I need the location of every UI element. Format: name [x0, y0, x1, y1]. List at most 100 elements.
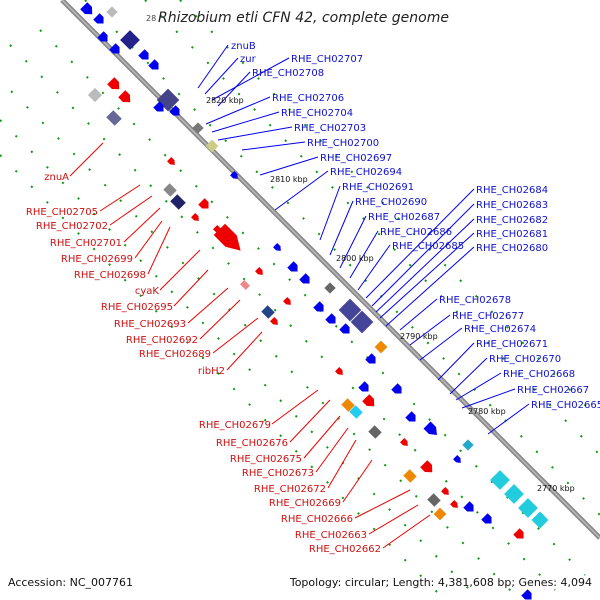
gene-arrow[interactable]: [391, 383, 404, 396]
gene-box[interactable]: [163, 183, 177, 197]
gene-box[interactable]: [240, 280, 250, 290]
gene-box[interactable]: [324, 282, 336, 294]
gene-arrow[interactable]: [118, 90, 134, 106]
gene-box[interactable]: [368, 425, 382, 439]
gene-label[interactable]: RHE_CH02685: [392, 241, 464, 252]
gene-box[interactable]: [518, 498, 538, 518]
gene-box[interactable]: [106, 6, 118, 18]
gene-label[interactable]: RHE_CH02662: [309, 544, 381, 555]
gene-box[interactable]: [349, 405, 363, 419]
gene-arrow[interactable]: [463, 501, 476, 514]
gene-label[interactable]: RHE_CH02672: [254, 484, 326, 495]
gene-label[interactable]: RHE_CH02700: [307, 138, 379, 149]
gene-label[interactable]: RHE_CH02686: [380, 227, 452, 238]
gene-label[interactable]: RHE_CH02706: [272, 93, 344, 104]
gene-box[interactable]: [205, 139, 219, 153]
gene-arrow[interactable]: [191, 213, 201, 223]
gene-label[interactable]: RHE_CH02683: [476, 200, 548, 211]
gene-box[interactable]: [87, 87, 103, 103]
gene-arrow[interactable]: [148, 59, 161, 72]
gene-label[interactable]: cyaK: [135, 286, 160, 297]
gene-box[interactable]: [403, 469, 417, 483]
gene-label[interactable]: RHE_CH02668: [503, 369, 575, 380]
gene-label[interactable]: RHE_CH02681: [476, 229, 548, 240]
gene-label[interactable]: RHE_CH02689: [139, 349, 211, 360]
gene-label[interactable]: RHE_CH02682: [476, 215, 548, 226]
gene-arrow[interactable]: [450, 500, 460, 510]
gene-arrow[interactable]: [513, 528, 526, 541]
gene-arrow[interactable]: [169, 105, 182, 118]
gene-label[interactable]: RHE_CH02697: [320, 153, 392, 164]
gene-box[interactable]: [170, 194, 186, 210]
gene-label[interactable]: RHE_CH02678: [439, 295, 511, 306]
gene-arrow[interactable]: [299, 273, 312, 286]
gene-box[interactable]: [374, 340, 388, 354]
gene-arrow[interactable]: [453, 455, 463, 465]
gene-label[interactable]: RHE_CH02675: [230, 454, 302, 465]
gene-arrow[interactable]: [107, 77, 123, 93]
gene-arrow[interactable]: [167, 157, 177, 167]
gene-arrow[interactable]: [97, 31, 110, 44]
gene-arrow[interactable]: [93, 13, 106, 26]
gene-label[interactable]: RHE_CH02663: [295, 530, 367, 541]
gene-label[interactable]: RHE_CH02692: [126, 335, 198, 346]
gene-box[interactable]: [120, 30, 140, 50]
gene-arrow[interactable]: [283, 297, 293, 307]
gene-arrow[interactable]: [362, 394, 378, 410]
gene-box[interactable]: [341, 398, 355, 412]
gene-arrow[interactable]: [313, 301, 326, 314]
gene-box[interactable]: [504, 484, 524, 504]
gene-label[interactable]: RHE_CH02684: [476, 185, 548, 196]
gene-label[interactable]: RHE_CH02701: [50, 238, 122, 249]
gene-arrow[interactable]: [339, 323, 352, 336]
gene-arrow[interactable]: [153, 101, 166, 114]
gene-label[interactable]: RHE_CH02704: [281, 108, 353, 119]
gene-box[interactable]: [106, 110, 122, 126]
gene-box[interactable]: [427, 493, 441, 507]
gene-arrow[interactable]: [335, 367, 345, 377]
gene-label[interactable]: RHE_CH02705: [26, 207, 98, 218]
gene-box[interactable]: [261, 305, 275, 319]
gene-arrow[interactable]: [423, 421, 441, 439]
gene-label[interactable]: RHE_CH02707: [291, 54, 363, 65]
gene-arrow[interactable]: [441, 487, 451, 497]
gene-box[interactable]: [490, 470, 510, 490]
gene-label[interactable]: RHE_CH02680: [476, 243, 548, 254]
gene-arrow[interactable]: [405, 411, 418, 424]
gene-label[interactable]: ribH2: [198, 366, 225, 377]
gene-arrow[interactable]: [270, 317, 280, 327]
gene-label[interactable]: RHE_CH02690: [355, 197, 427, 208]
gene-label[interactable]: RHE_CH02687: [368, 212, 440, 223]
gene-label[interactable]: RHE_CH02671: [476, 339, 548, 350]
gene-label[interactable]: RHE_CH02665: [531, 400, 600, 411]
gene-arrow[interactable]: [273, 243, 283, 253]
gene-arrow[interactable]: [198, 198, 211, 211]
gene-label[interactable]: RHE_CH02679: [199, 420, 271, 431]
gene-arrow[interactable]: [255, 267, 265, 277]
gene-label[interactable]: RHE_CH02693: [114, 319, 186, 330]
gene-label[interactable]: RHE_CH02698: [74, 270, 146, 281]
gene-label[interactable]: RHE_CH02699: [61, 254, 133, 265]
gene-label[interactable]: RHE_CH02708: [252, 68, 324, 79]
gene-arrow[interactable]: [481, 513, 494, 526]
gene-label[interactable]: RHE_CH02694: [330, 167, 402, 178]
gene-label[interactable]: RHE_CH02676: [216, 438, 288, 449]
gene-label[interactable]: RHE_CH02669: [269, 498, 341, 509]
gene-arrow[interactable]: [109, 43, 122, 56]
gene-arrow[interactable]: [365, 353, 378, 366]
gene-arrow[interactable]: [325, 313, 338, 326]
gene-box[interactable]: [462, 439, 474, 451]
gene-label[interactable]: RHE_CH02677: [452, 311, 524, 322]
gene-arrow[interactable]: [213, 225, 223, 235]
gene-arrow[interactable]: [138, 49, 151, 62]
gene-arrow[interactable]: [230, 171, 240, 181]
gene-label[interactable]: RHE_CH02670: [489, 354, 561, 365]
gene-label[interactable]: znuA: [44, 172, 69, 183]
gene-arrow[interactable]: [521, 589, 534, 600]
gene-arrow[interactable]: [358, 381, 371, 394]
gene-arrow[interactable]: [400, 438, 410, 448]
gene-label[interactable]: znuB: [231, 41, 256, 52]
gene-label[interactable]: RHE_CH02666: [281, 514, 353, 525]
gene-box[interactable]: [433, 507, 447, 521]
gene-label[interactable]: RHE_CH02695: [101, 302, 173, 313]
